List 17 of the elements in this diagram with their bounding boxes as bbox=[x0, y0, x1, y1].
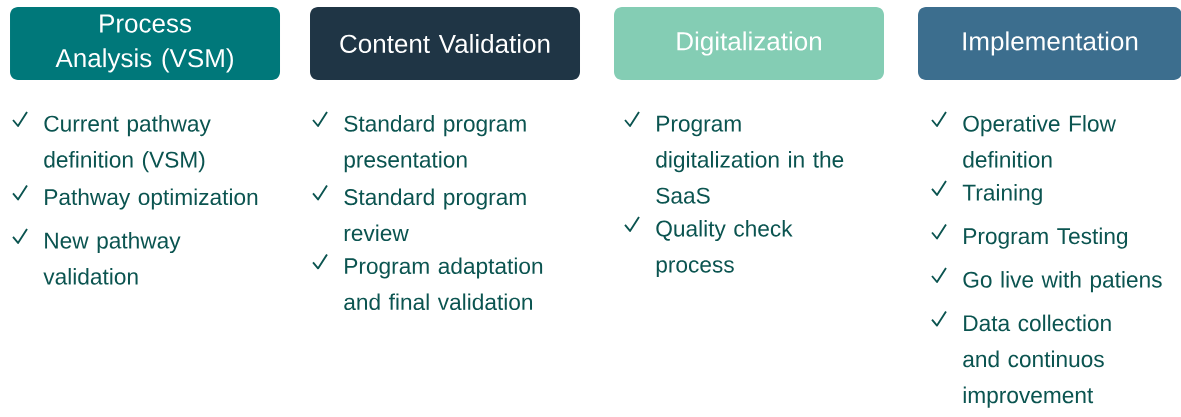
checklist-item: Standard program presentation bbox=[312, 111, 526, 173]
checklist-item: Operative Flow definition bbox=[931, 111, 1116, 168]
phase-header: Content Validation bbox=[310, 7, 580, 80]
phase-header: Implementation bbox=[918, 7, 1181, 80]
checklist-item: Program adaptation and final validation bbox=[312, 253, 543, 311]
checklist-item: Pathway optimization bbox=[12, 184, 258, 210]
checklist-item: Program digitalization in the SaaS bbox=[624, 111, 844, 204]
checklist-item: Current pathway definition (VSM) bbox=[12, 111, 211, 173]
checklist-item: Data collection and continuos improvement bbox=[931, 310, 1111, 408]
checklist-item: Program Testing bbox=[931, 223, 1128, 249]
checklist-item: New pathway validation bbox=[12, 228, 181, 285]
checklist-item: Standard program review bbox=[312, 184, 526, 242]
checklist-item: Training bbox=[931, 180, 1042, 206]
phase-header: Digitalization bbox=[614, 7, 884, 80]
phase-header: Process Analysis (VSM) bbox=[10, 7, 280, 80]
checklist-item: Quality check process bbox=[624, 216, 793, 278]
checklist-item: Go live with patiens bbox=[931, 267, 1162, 293]
